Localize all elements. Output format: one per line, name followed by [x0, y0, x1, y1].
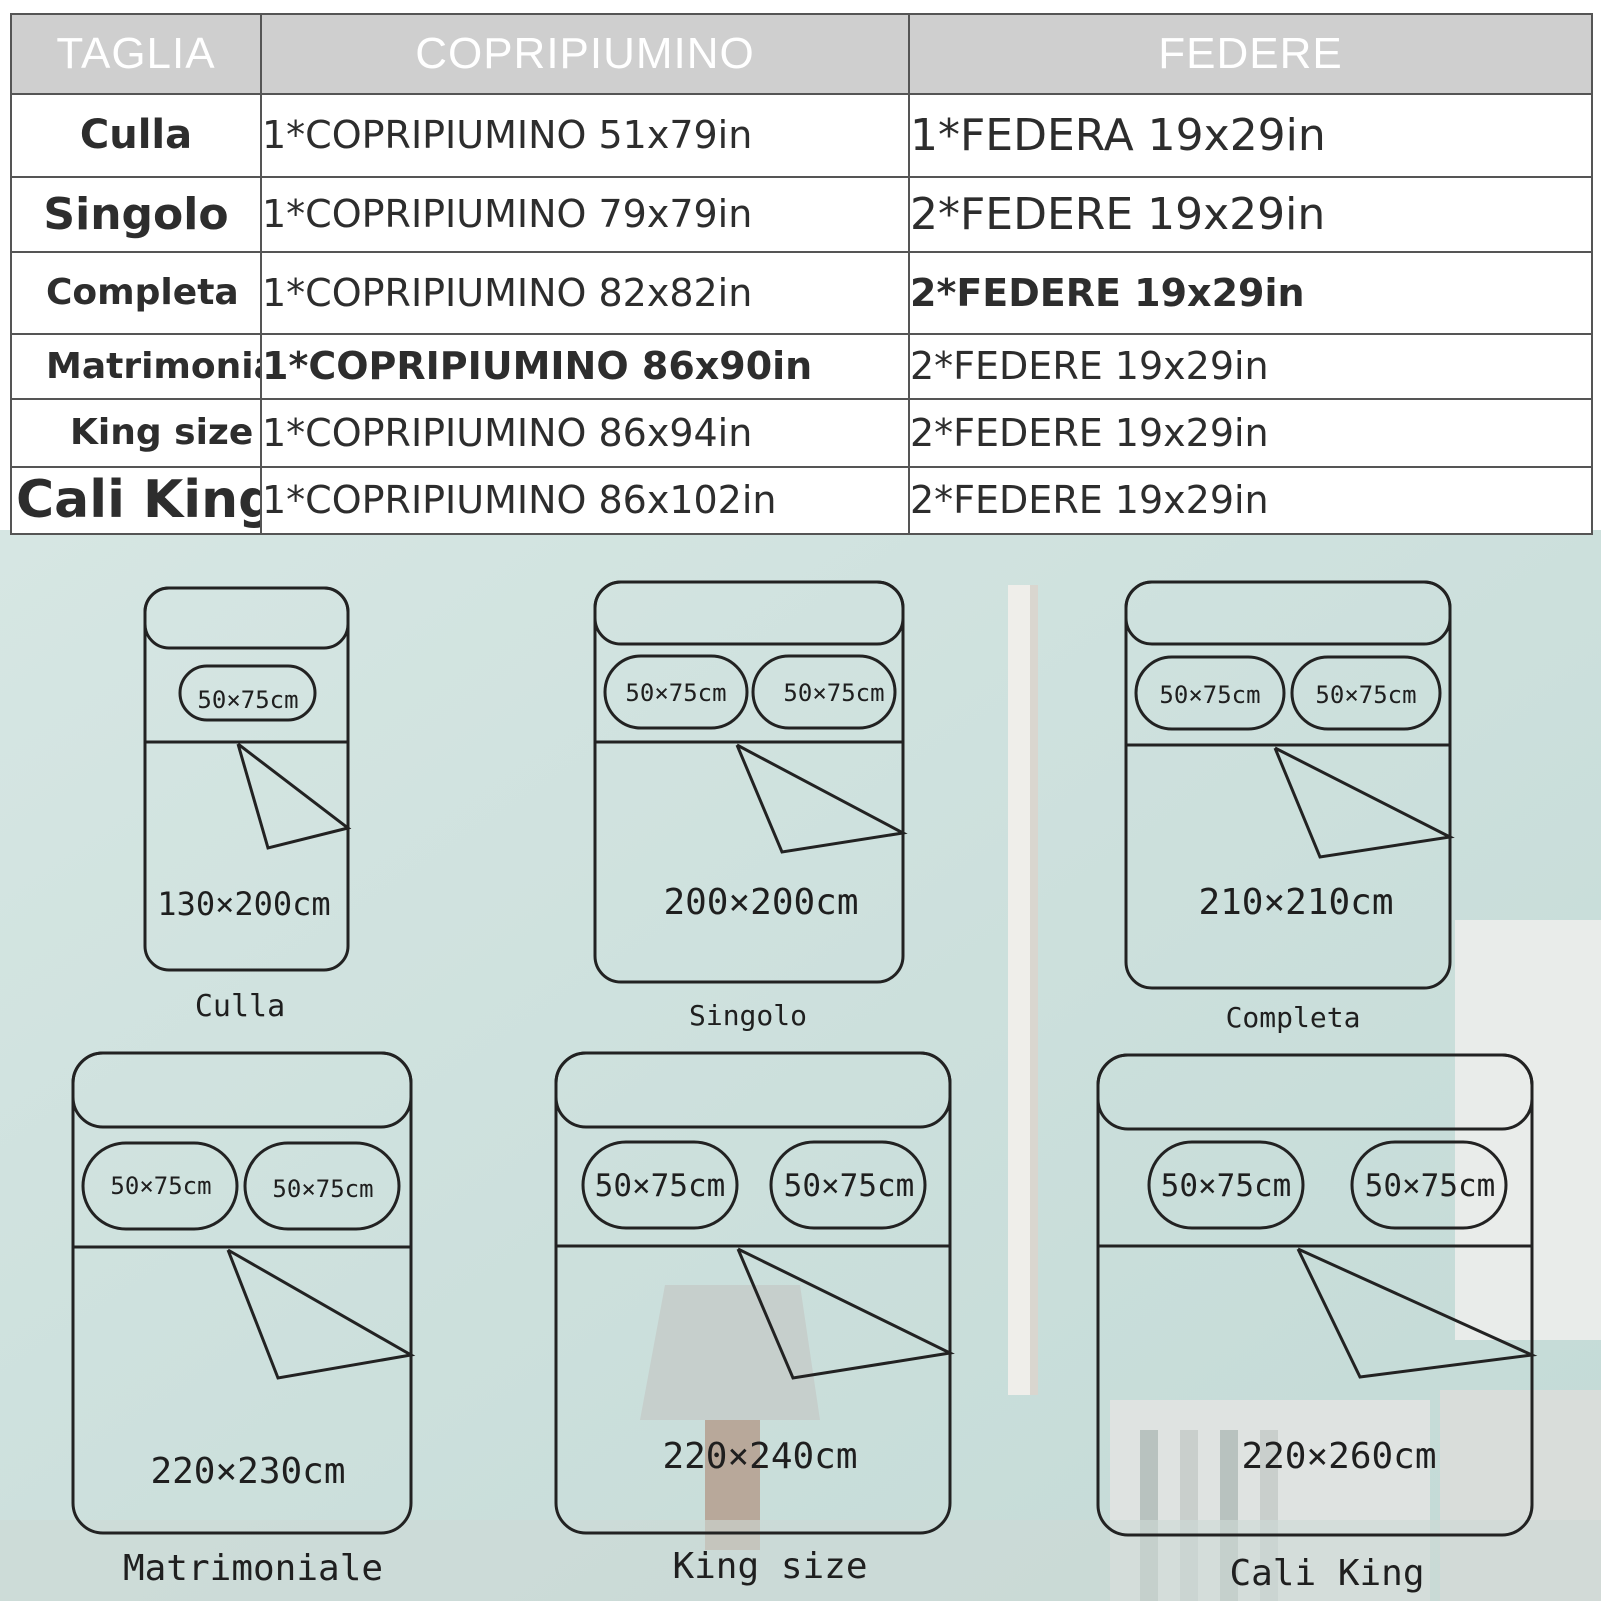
pillow-size: 50×75cm	[595, 1168, 726, 1204]
duvet-size: 220×240cm	[662, 1436, 857, 1477]
caption: Culla	[195, 989, 285, 1024]
pillow-size: 50×75cm	[1315, 681, 1416, 709]
header-pillow: FEDERE	[908, 13, 1593, 95]
pillow-shape	[603, 654, 749, 730]
table-row: Cali King 1*COPRIPIUMINO 86x102in 2*FEDE…	[10, 465, 1593, 535]
table-row: Singolo 1*COPRIPIUMINO 79x79in 2*FEDERE …	[10, 175, 1593, 254]
bed-diagram-cali-king: 50×75cm 50×75cm 220×260cm Cali King	[1096, 1053, 1538, 1594]
pillow-size: 50×75cm	[784, 1168, 915, 1204]
pillow-size: 50×75cm	[1161, 1168, 1292, 1204]
fold-triangle	[735, 743, 908, 854]
pillow-cell: 2*FEDERE 19x29in	[908, 175, 1593, 254]
bed-diagram-matrimoniale: 50×75cm 50×75cm 220×230cm Matrimoniale	[71, 1051, 416, 1589]
headboard	[1124, 580, 1452, 646]
bed-diagram-singolo: 50×75cm 50×75cm 200×200cm Singolo	[593, 580, 908, 1032]
size-cell: Cali King	[10, 465, 262, 535]
duvet-cell: 1*COPRIPIUMINO 82x82in	[260, 251, 910, 335]
fold-triangle	[1296, 1247, 1538, 1379]
pillow-shape	[769, 1140, 927, 1230]
pillow-shape	[178, 664, 317, 722]
size-cell: Matrimoniale	[10, 332, 262, 401]
pillow-shape	[81, 1141, 239, 1231]
pillow-size: 50×75cm	[783, 679, 884, 707]
pillow-shape	[1134, 655, 1286, 731]
headboard	[554, 1051, 952, 1129]
bed-diagram-culla: 50×75cm 130×200cm Culla	[143, 586, 352, 1024]
caption: Singolo	[689, 999, 807, 1032]
table-row: Culla 1*COPRIPIUMINO 51x79in 1*FEDERA 19…	[10, 93, 1593, 178]
size-cell: King size	[10, 398, 262, 468]
headboard	[593, 580, 905, 646]
caption: Matrimoniale	[123, 1548, 383, 1589]
duvet-size: 220×230cm	[150, 1451, 345, 1492]
duvet-cell: 1*COPRIPIUMINO 86x94in	[260, 398, 910, 468]
pillow-size: 50×75cm	[1159, 681, 1260, 709]
pillow-cell: 1*FEDERA 19x29in	[908, 93, 1593, 178]
bed-diagram-king-size: 50×75cm 50×75cm 220×240cm King size	[554, 1051, 955, 1587]
pillow-cell: 2*FEDERE 19x29in	[908, 465, 1593, 535]
headboard	[71, 1051, 413, 1129]
duvet-size: 130×200cm	[157, 885, 330, 923]
table-header-row: TAGLIA COPRIPIUMINO FEDERE	[10, 13, 1593, 95]
size-table: TAGLIA COPRIPIUMINO FEDERE Culla 1*COPRI…	[10, 13, 1593, 535]
pillow-cell: 2*FEDERE 19x29in	[908, 332, 1593, 401]
table-row: King size 1*COPRIPIUMINO 86x94in 2*FEDER…	[10, 398, 1593, 468]
size-cell: Singolo	[10, 175, 262, 254]
caption: Cali King	[1229, 1553, 1424, 1594]
pillow-shape	[243, 1141, 401, 1231]
duvet-size: 220×260cm	[1241, 1436, 1436, 1477]
duvet-cell: 1*COPRIPIUMINO 86x90in	[260, 332, 910, 401]
pillow-shape	[1290, 655, 1442, 731]
fold-triangle	[236, 742, 352, 850]
headboard	[1096, 1053, 1534, 1131]
caption: King size	[672, 1546, 867, 1587]
size-cell: Culla	[10, 93, 262, 178]
pillow-size: 50×75cm	[110, 1172, 211, 1200]
table-row: Matrimoniale 1*COPRIPIUMINO 86x90in 2*FE…	[10, 332, 1593, 401]
duvet-cell: 1*COPRIPIUMINO 79x79in	[260, 175, 910, 254]
headboard	[143, 586, 350, 650]
header-size: TAGLIA	[10, 13, 262, 95]
pillow-size: 50×75cm	[197, 686, 298, 714]
pillow-shape	[581, 1140, 739, 1230]
caption: Completa	[1226, 1001, 1361, 1034]
pillow-cell: 2*FEDERE 19x29in	[908, 398, 1593, 468]
fold-triangle	[226, 1248, 416, 1380]
duvet-cell: 1*COPRIPIUMINO 86x102in	[260, 465, 910, 535]
duvet-size: 200×200cm	[663, 882, 858, 923]
pillow-size: 50×75cm	[625, 679, 726, 707]
size-cell: Completa	[10, 251, 262, 335]
fold-triangle	[1273, 746, 1455, 859]
pillow-size: 50×75cm	[272, 1175, 373, 1203]
pillow-size: 50×75cm	[1365, 1168, 1496, 1204]
header-duvet: COPRIPIUMINO	[260, 13, 910, 95]
pillow-shape	[1147, 1140, 1305, 1230]
duvet-size: 210×210cm	[1198, 882, 1393, 923]
table-row: Completa 1*COPRIPIUMINO 82x82in 2*FEDERE…	[10, 251, 1593, 335]
pillow-cell: 2*FEDERE 19x29in	[908, 251, 1593, 335]
fold-triangle	[736, 1247, 955, 1380]
pillow-shape	[1350, 1140, 1508, 1230]
duvet-cell: 1*COPRIPIUMINO 51x79in	[260, 93, 910, 178]
pillow-shape	[751, 654, 897, 730]
bed-diagram-completa: 50×75cm 50×75cm 210×210cm Completa	[1124, 580, 1455, 1034]
